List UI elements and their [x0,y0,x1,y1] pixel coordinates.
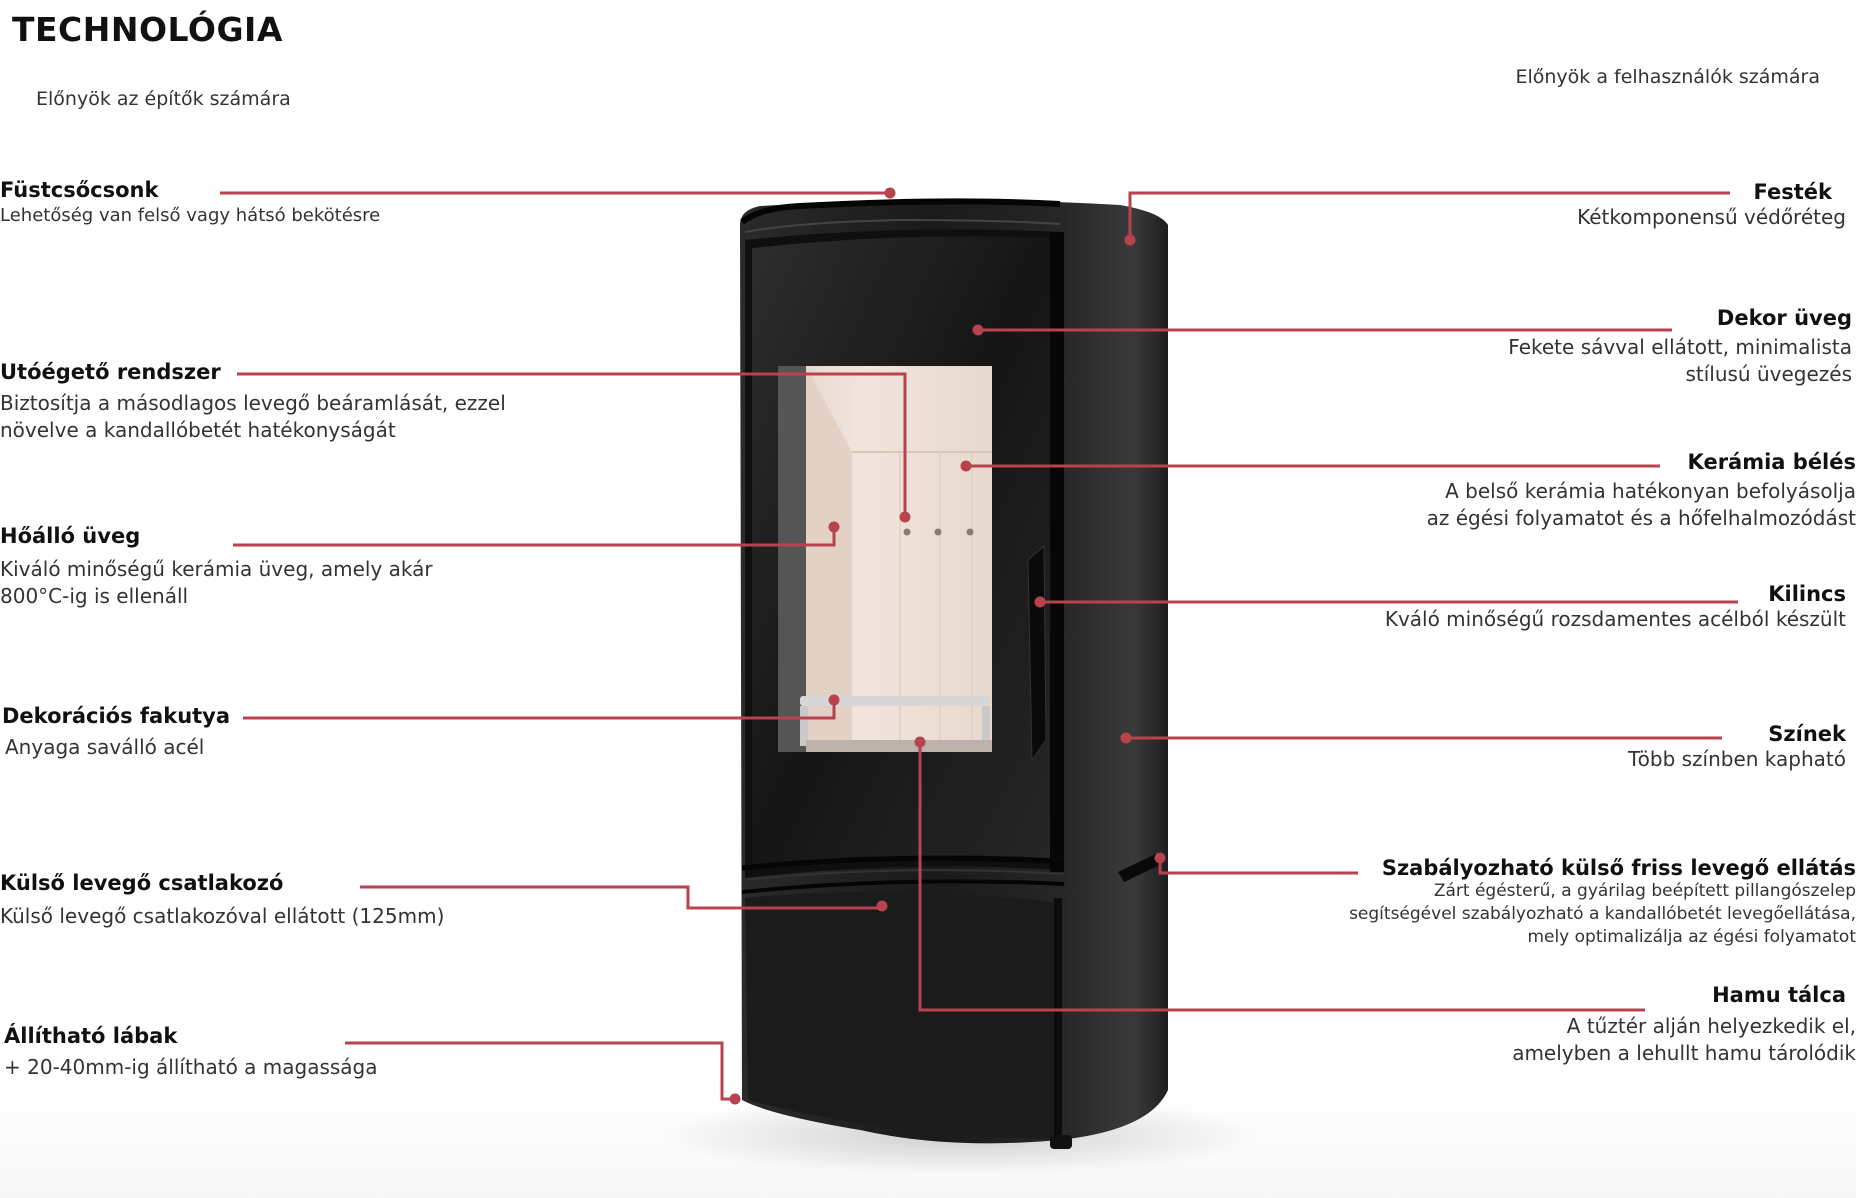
feature-title: Állítható lábak [4,1024,178,1048]
feature-desc: Lehetőség van felső vagy hátsó bekötésre [0,205,381,226]
feature-log-holder: Dekorációs fakutya Anyaga saválló acél [2,704,230,761]
feature-title: Füstcsőcsonk [0,178,159,202]
feature-adjustable-fresh-air: Szabályozható külső friss levegő ellátás… [1349,856,1856,949]
feature-desc: Kétkomponensű védőréteg [1577,205,1846,229]
feature-title: Külső levegő csatlakozó [0,871,284,895]
feature-adjustable-feet: Állítható lábak + 20-40mm-ig állítható a… [4,1024,378,1081]
feature-desc: Biztosítja a másodlagos levegő beáramlás… [0,391,506,442]
feature-ash-tray: Hamu tálca A tűztér alján helyezkedik el… [1512,983,1856,1067]
feature-flue-connector: Füstcsőcsonk Lehetőség van felső vagy há… [0,178,380,229]
feature-heat-resistant-glass: Hőálló üveg Kiváló minőségű kerámia üveg… [0,524,433,610]
feature-title: Dekorációs fakutya [2,704,231,728]
feature-desc: Kiváló minőségű kerámia üveg, amely akár… [0,557,433,608]
feature-desc: + 20-40mm-ig állítható a magassága [4,1055,378,1079]
feature-handle: Kilincs Kváló minőségű rozsdamentes acél… [1385,582,1846,633]
subtitle-builders: Előnyök az építők számára [36,88,291,110]
feature-colors: Színek Több színben kapható [1628,722,1846,773]
feature-title: Szabályozható külső friss levegő ellátás [1381,856,1856,880]
feature-title: Kilincs [1768,582,1846,606]
feature-title: Utóégető rendszer [0,360,221,384]
feature-ceramic-lining: Kerámia bélés A belső kerámia hatékonyan… [1427,450,1856,532]
page-title: TECHNOLÓGIA [12,10,283,49]
feature-desc: Kváló minőségű rozsdamentes acélból kész… [1384,607,1846,631]
feature-title: Színek [1768,722,1846,746]
floor-shadow [0,1078,1856,1198]
feature-title: Kerámia bélés [1687,450,1856,474]
feature-afterburn-system: Utóégető rendszer Biztosítja a másodlago… [0,360,506,444]
feature-title: Hamu tálca [1712,983,1846,1007]
feature-external-air-connector: Külső levegő csatlakozó Külső levegő csa… [0,871,444,930]
feature-decor-glass: Dekor üveg Fekete sávval ellátott, minim… [1508,306,1852,388]
feature-desc: Zárt égésterű, a gyárilag beépített pill… [1349,881,1856,947]
feature-title: Hőálló üveg [0,524,141,548]
feature-desc: Több színben kapható [1628,747,1846,771]
feature-desc: Fekete sávval ellátott, minimalista stíl… [1508,335,1852,386]
feature-desc: Anyaga saválló acél [5,735,205,759]
feature-desc: Külső levegő csatlakozóval ellátott (125… [0,904,445,928]
feature-title: Dekor üveg [1716,306,1852,330]
subtitle-users: Előnyök a felhasználók számára [1515,66,1820,88]
feature-paint: Festék Kétkomponensű védőréteg [1577,180,1846,231]
feature-desc: A tűztér alján helyezkedik el, amelyben … [1512,1014,1856,1065]
feature-title: Festék [1753,180,1832,204]
feature-desc: A belső kerámia hatékonyan befolyásolja … [1426,479,1856,530]
